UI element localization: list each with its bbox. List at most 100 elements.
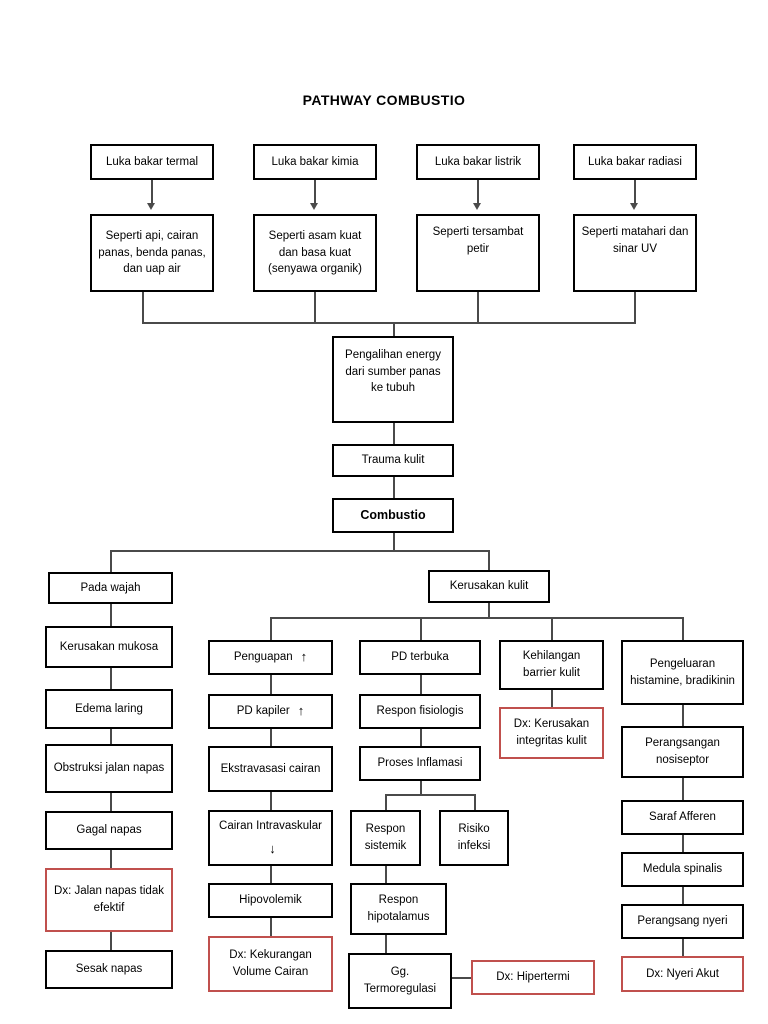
connector-dx-to-sesak: [110, 932, 112, 950]
node-ekstravasasi-cairan[interactable]: Ekstravasasi cairan: [208, 746, 333, 792]
connector-ekstravasasi-to-intravaskular: [270, 792, 272, 810]
node-contoh-radiasi[interactable]: Seperti matahari dan sinar UV: [573, 214, 697, 292]
connector-respon-to-inflamasi: [420, 729, 422, 746]
node-contoh-listrik[interactable]: Seperti tersambat petir: [416, 214, 540, 292]
connector-medula-to-perangsang: [682, 887, 684, 904]
node-luka-bakar-termal[interactable]: Luka bakar termal: [90, 144, 214, 180]
connector-radiasi-down: [634, 180, 636, 206]
node-edema-laring[interactable]: Edema laring: [45, 689, 173, 729]
connector-histamine-to-nosiseptor: [682, 705, 684, 726]
connector-kulit-split: [270, 617, 683, 619]
node-perangsang-nyeri[interactable]: Perangsang nyeri: [621, 904, 744, 939]
arrow-down-icon: ↓: [269, 840, 276, 856]
connector-combustio-down: [393, 533, 395, 551]
connector-to-respon-sistemik: [385, 794, 387, 810]
connector-obstruksi-to-gagal: [110, 793, 112, 811]
connector-listrik-down: [477, 180, 479, 206]
node-pd-kapiler[interactable]: PD kapiler ↑: [208, 694, 333, 729]
connector-ex-kimia-down: [314, 292, 316, 324]
connector-kapiler-to-ekstravasasi: [270, 729, 272, 746]
connector-trauma-to-combustio: [393, 477, 395, 498]
node-saraf-afferen[interactable]: Saraf Afferen: [621, 800, 744, 835]
connector-inflamasi-split: [385, 794, 475, 796]
node-penguapan[interactable]: Penguapan ↑: [208, 640, 333, 675]
connector-nosiseptor-to-saraf: [682, 778, 684, 800]
connector-barrier-to-dx: [551, 690, 553, 707]
node-combustio[interactable]: Combustio: [332, 498, 454, 533]
connector-to-histamine: [682, 617, 684, 640]
node-luka-bakar-radiasi[interactable]: Luka bakar radiasi: [573, 144, 697, 180]
connector-saraf-to-medula: [682, 835, 684, 852]
node-respon-hipotalamus[interactable]: Respon hipotalamus: [350, 883, 447, 935]
connector-ex-termal-down: [142, 292, 144, 324]
connector-ex-listrik-down: [477, 292, 479, 324]
node-kerusakan-mukosa[interactable]: Kerusakan mukosa: [45, 626, 173, 668]
connector-edema-to-obstruksi: [110, 729, 112, 744]
node-gagal-napas[interactable]: Gagal napas: [45, 811, 173, 850]
arrowhead-termal: [147, 203, 155, 210]
node-dx-hipertermi[interactable]: Dx: Hipertermi: [471, 960, 595, 995]
node-dx-kekurangan-volume-cairan[interactable]: Dx: Kekurangan Volume Cairan: [208, 936, 333, 992]
node-contoh-termal[interactable]: Seperti api, cairan panas, benda panas, …: [90, 214, 214, 292]
connector-to-barrier: [551, 617, 553, 640]
connector-bus-to-energy: [393, 322, 395, 336]
connector-split-to-kulit: [488, 550, 490, 570]
connector-gagal-to-dx: [110, 850, 112, 868]
connector-inflamasi-down: [420, 781, 422, 795]
connector-to-pd-terbuka: [420, 617, 422, 640]
arrowhead-radiasi: [630, 203, 638, 210]
node-trauma-kulit[interactable]: Trauma kulit: [332, 444, 454, 477]
connector-hipovolemik-to-dx: [270, 918, 272, 936]
connector-intravaskular-to-hipovolemik: [270, 866, 272, 883]
connector-wajah-to-mukosa: [110, 604, 112, 626]
page-title: PATHWAY COMBUSTIO: [302, 92, 466, 108]
node-respon-sistemik[interactable]: Respon sistemik: [350, 810, 421, 866]
connector-energy-to-trauma: [393, 423, 395, 444]
node-pengeluaran-histamine[interactable]: Pengeluaran histamine, bradikinin: [621, 640, 744, 705]
node-pengalihan-energy[interactable]: Pengalihan energy dari sumber panas ke t…: [332, 336, 454, 423]
connector-termal-down: [151, 180, 153, 206]
node-obstruksi-jalan-napas[interactable]: Obstruksi jalan napas: [45, 744, 173, 793]
connector-to-penguapan: [270, 617, 272, 640]
node-sesak-napas[interactable]: Sesak napas: [45, 950, 173, 989]
node-cairan-intravaskular[interactable]: Cairan Intravaskular ↓: [208, 810, 333, 866]
node-medula-spinalis[interactable]: Medula spinalis: [621, 852, 744, 887]
node-proses-inflamasi[interactable]: Proses Inflamasi: [359, 746, 481, 781]
node-cairan-intravaskular-label: Cairan Intravaskular: [219, 819, 322, 832]
connector-mukosa-to-edema: [110, 668, 112, 689]
connector-main-split: [110, 550, 489, 552]
node-dx-nyeri-akut[interactable]: Dx: Nyeri Akut: [621, 956, 744, 992]
connector-hipotalamus-to-termoregulasi: [385, 935, 387, 953]
connector-perangsang-to-dx: [682, 939, 684, 956]
connector-sistemik-to-hipotalamus: [385, 866, 387, 883]
arrow-up-icon: ↑: [297, 703, 305, 719]
connector-ex-radiasi-down: [634, 292, 636, 324]
node-penguapan-label: Penguapan: [233, 651, 293, 664]
node-pd-kapiler-label: PD kapiler: [236, 705, 290, 718]
node-luka-bakar-listrik[interactable]: Luka bakar listrik: [416, 144, 540, 180]
node-luka-bakar-kimia[interactable]: Luka bakar kimia: [253, 144, 377, 180]
node-pd-terbuka[interactable]: PD terbuka: [359, 640, 481, 675]
node-kerusakan-kulit[interactable]: Kerusakan kulit: [428, 570, 550, 603]
arrowhead-listrik: [473, 203, 481, 210]
node-kehilangan-barrier-kulit[interactable]: Kehilangan barrier kulit: [499, 640, 604, 690]
arrow-up-icon: ↑: [300, 649, 308, 665]
node-dx-jalan-napas-tidak-efektif[interactable]: Dx: Jalan napas tidak efektif: [45, 868, 173, 932]
node-hipovolemik[interactable]: Hipovolemik: [208, 883, 333, 918]
node-dx-kerusakan-integritas-kulit[interactable]: Dx: Kerusakan integritas kulit: [499, 707, 604, 759]
connector-termoregulasi-to-dx: [452, 977, 471, 979]
node-respon-fisiologis[interactable]: Respon fisiologis: [359, 694, 481, 729]
connector-split-to-wajah: [110, 550, 112, 572]
connector-merge-bus: [142, 322, 636, 324]
connector-kulit-down: [488, 603, 490, 618]
node-gg-termoregulasi[interactable]: Gg. Termoregulasi: [348, 953, 452, 1009]
node-contoh-kimia[interactable]: Seperti asam kuat dan basa kuat (senyawa…: [253, 214, 377, 292]
node-pada-wajah[interactable]: Pada wajah: [48, 572, 173, 604]
connector-penguapan-to-kapiler: [270, 675, 272, 694]
connector-pdterbuka-to-respon: [420, 675, 422, 694]
arrowhead-kimia: [310, 203, 318, 210]
connector-kimia-down: [314, 180, 316, 206]
node-perangsangan-nosiseptor[interactable]: Perangsangan nosiseptor: [621, 726, 744, 778]
node-risiko-infeksi[interactable]: Risiko infeksi: [439, 810, 509, 866]
